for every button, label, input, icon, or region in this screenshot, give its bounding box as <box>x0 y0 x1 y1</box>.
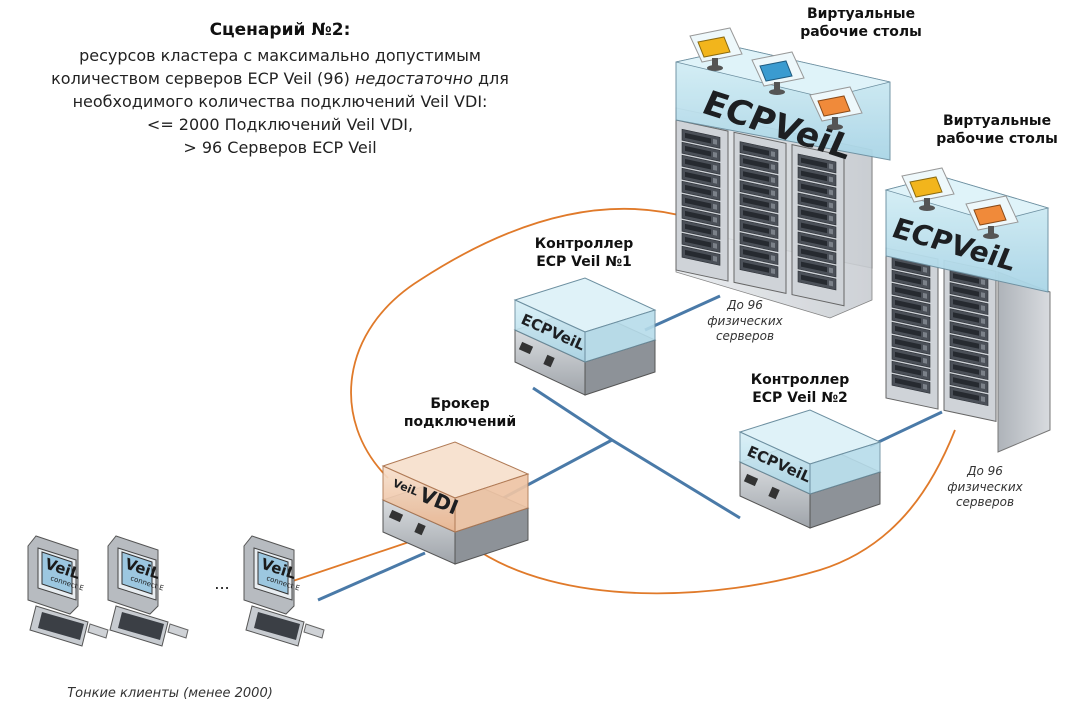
scenario-line-2a: количеством серверов ECP Veil (96) <box>51 69 355 88</box>
upto2-line3: серверов <box>955 495 1015 510</box>
thin-client-1: VeiL connect E <box>27 535 109 647</box>
scenario-line-2-italic: недостаточно <box>354 69 473 88</box>
vdesk1-line1: Виртуальные <box>806 6 916 22</box>
controller-1-device: ECPVeiL <box>513 277 657 396</box>
monitor-blue-icon <box>751 51 805 95</box>
controller-1-label: Контроллер ECP Veil №1 <box>514 236 654 271</box>
upto1-line2: физических <box>707 313 783 328</box>
scenario-line-5: > 96 Серверов ECP Veil <box>183 138 377 157</box>
vdesk2-line2: рабочие столы <box>936 130 1058 147</box>
monitor-orange-icon <box>809 86 863 130</box>
orange-link-broker-rack2 <box>469 429 956 595</box>
upto2-line2: физических <box>947 479 1023 494</box>
broker-label: Брокер подключений <box>390 396 530 431</box>
upto-servers-label-1: До 96 физических серверов <box>690 298 800 345</box>
broker-line2: подключений <box>403 413 517 430</box>
ctrl2-line2: ECP Veil №2 <box>752 389 848 406</box>
scenario-line-4: <= 2000 Подключений Veil VDI, <box>146 115 414 134</box>
scenario-line-1: ресурсов кластера с максимально допустим… <box>79 46 481 65</box>
orange-link-broker-rack1 <box>350 207 691 479</box>
ctrl2-line1: Контроллер <box>750 372 850 388</box>
upto1-line1: До 96 <box>727 298 763 312</box>
scenario-line-2c: для <box>472 69 509 88</box>
upto2-line1: До 96 <box>967 464 1003 478</box>
vdesk1-line2: рабочие столы <box>800 23 922 40</box>
orange-connections <box>271 207 956 595</box>
orange-link-client <box>271 539 416 589</box>
controller-2-device: ECPVeiL <box>738 409 882 529</box>
broker-device: VeiL VDI <box>381 441 530 565</box>
upto1-line3: серверов <box>715 329 775 344</box>
server-rack-2: ECPVeiL <box>884 175 1051 453</box>
monitor-orange-icon <box>965 195 1019 239</box>
controller-2-label: Контроллер ECP Veil №2 <box>730 372 870 407</box>
scenario-line-2: количеством серверов ECP Veil (96) недос… <box>20 69 540 88</box>
scenario-title: Сценарий №2: <box>209 20 351 40</box>
virtual-desktops-label-2: Виртуальные рабочие столы <box>924 113 1070 148</box>
virtual-desktop-monitors-2 <box>901 167 1019 239</box>
blue-link-ctrl1-switch <box>532 386 741 520</box>
blue-link-client-broker <box>317 551 426 602</box>
monitor-yellow-icon <box>901 167 955 211</box>
thin-clients-label: Тонкие клиенты (менее 2000) <box>67 686 273 701</box>
blue-link-ctrl1-rack1 <box>644 294 721 332</box>
upto-servers-label-2: До 96 физических серверов <box>930 464 1040 511</box>
blue-link-ctrl2-rack2 <box>869 410 943 448</box>
thin-client-2: VeiL connect E <box>107 535 189 647</box>
ctrl1-line2: ECP Veil №1 <box>536 253 632 270</box>
ctrl1-line1: Контроллер <box>534 236 634 252</box>
virtual-desktops-label-1: Виртуальные рабочие столы <box>786 6 936 41</box>
broker-line1: Брокер <box>430 396 490 412</box>
vdesk2-line1: Виртуальные <box>942 113 1052 129</box>
more-clients-ellipsis: ... <box>214 574 230 593</box>
monitor-yellow-icon <box>689 27 743 71</box>
virtual-desktop-monitors-1 <box>689 27 863 130</box>
thin-client-3: VeiL connect E <box>243 535 325 647</box>
scenario-line-3: необходимого количества подключений Veil… <box>72 92 488 111</box>
server-rack-1: ECPVeiL <box>675 47 891 319</box>
